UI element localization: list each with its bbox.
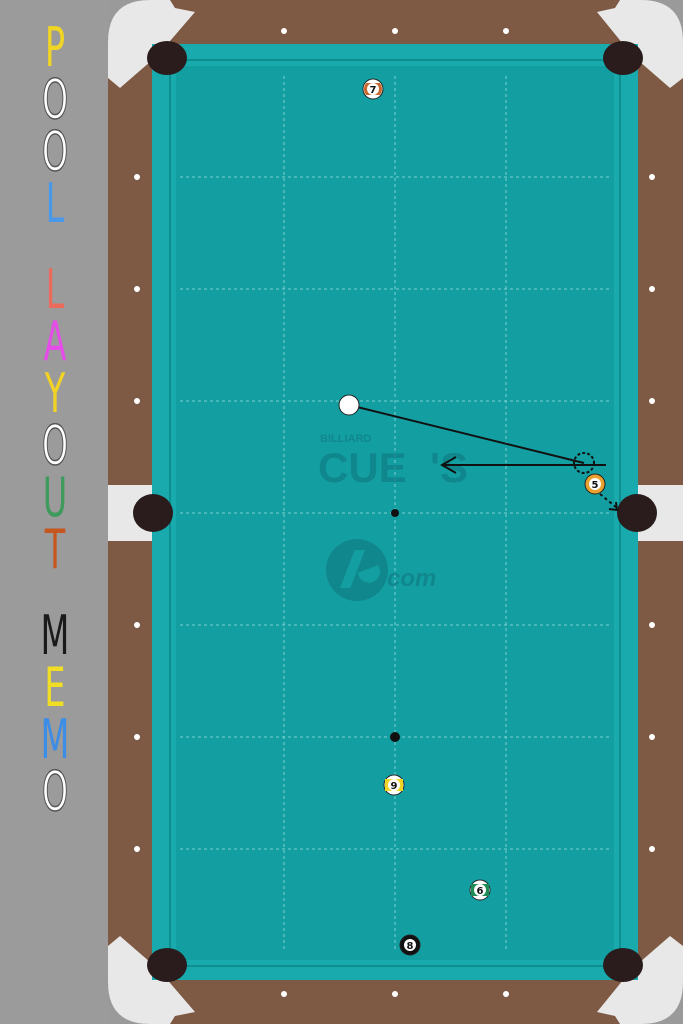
ball-number: 6 xyxy=(477,886,484,897)
corner-cap-bottom-right xyxy=(597,936,683,1024)
title-letter: Y xyxy=(44,362,66,425)
diamond-icon xyxy=(392,991,398,997)
title-letter: O xyxy=(41,120,69,183)
diamond-icon xyxy=(392,28,398,34)
ball-9[interactable]: 9 xyxy=(383,774,405,796)
diamond-icon xyxy=(134,398,140,404)
ball-number: 8 xyxy=(407,941,414,952)
title-letter: L xyxy=(45,172,65,235)
title-letter: U xyxy=(42,466,68,529)
watermark-logo: BILLIARD CUE 'S com xyxy=(318,433,468,601)
ball-7[interactable]: 7 xyxy=(362,78,384,100)
diamond-icon xyxy=(649,846,655,852)
ball-6[interactable]: 6 xyxy=(469,879,491,901)
title-letter: E xyxy=(44,656,66,719)
diamond-icon xyxy=(134,734,140,740)
diamond-icon xyxy=(649,286,655,292)
watermark-brand-large: CUE xyxy=(318,444,407,491)
diamond-icon xyxy=(134,286,140,292)
watermark-domain: com xyxy=(387,565,436,592)
cue-path-line xyxy=(348,404,585,464)
title-letter: P xyxy=(44,16,66,79)
title-letter: O xyxy=(41,68,69,131)
ball-number: 5 xyxy=(592,480,599,491)
title-letter: L xyxy=(45,258,65,321)
corner-cap-top-right xyxy=(597,0,683,88)
ball-number: 7 xyxy=(370,85,377,96)
diamond-icon xyxy=(281,28,287,34)
cue-ball-icon[interactable] xyxy=(338,394,360,416)
object-ball-path xyxy=(599,493,618,509)
watermark-brand-small: BILLIARD xyxy=(320,433,371,445)
ball-number: 9 xyxy=(391,781,398,792)
pocket-icon xyxy=(147,41,187,75)
ghost-ball-icon xyxy=(573,452,595,474)
pocket-icon xyxy=(133,494,173,532)
pockets xyxy=(133,41,657,982)
ball-8[interactable]: 8 xyxy=(399,934,421,956)
table-grid xyxy=(180,76,610,950)
foot-spot xyxy=(390,732,400,742)
diamond-icon xyxy=(649,174,655,180)
rail-diamonds xyxy=(134,28,655,997)
diamond-icon xyxy=(649,622,655,628)
pocket-icon xyxy=(147,948,187,982)
title-letter: O xyxy=(41,760,69,823)
title-letter: A xyxy=(43,310,67,373)
diamond-icon xyxy=(649,398,655,404)
corner-cap-bottom-left xyxy=(108,936,195,1024)
pocket-icon xyxy=(603,948,643,982)
corner-cap-top-left xyxy=(108,0,195,88)
diamond-icon xyxy=(503,28,509,34)
diamond-icon xyxy=(503,991,509,997)
diamond-icon xyxy=(134,846,140,852)
title-letter: O xyxy=(41,414,69,477)
title-letter: T xyxy=(44,518,66,581)
title-letter: M xyxy=(40,708,70,771)
title-letter: M xyxy=(40,604,70,667)
diamond-icon xyxy=(134,174,140,180)
pocket-icon xyxy=(617,494,657,532)
diamond-icon xyxy=(134,622,140,628)
shot-path xyxy=(348,404,619,512)
diamond-icon xyxy=(281,991,287,997)
diamond-icon xyxy=(649,734,655,740)
pocket-icon xyxy=(603,41,643,75)
center-spot xyxy=(391,509,399,517)
ball-5[interactable]: 5 xyxy=(584,473,606,495)
watermark-brand-suffix: 'S xyxy=(430,444,468,491)
